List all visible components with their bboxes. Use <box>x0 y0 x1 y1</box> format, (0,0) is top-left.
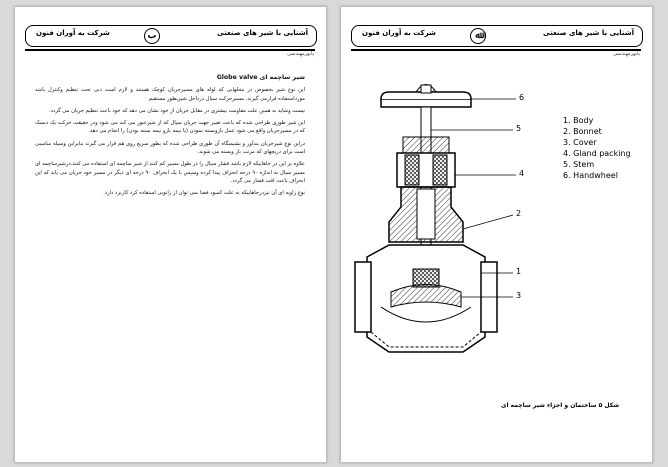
paragraph: علاوه بر این در جاهاییکه لازم باشد فشار … <box>35 161 305 184</box>
company-logo-icon: ﷲ <box>470 28 486 44</box>
header-rule <box>25 49 315 51</box>
page-header: آشنایی با شیر های صنعتی ب شرکت به آوران … <box>25 25 317 47</box>
header-company: شرکت به آوران فنون <box>362 29 436 37</box>
figure-caption: شکل ۵ ساختمان و اجزاء شیر ساچمه ای <box>501 402 620 409</box>
legend-item: 5. Stem <box>563 160 595 169</box>
callout-5: 5 <box>516 124 522 133</box>
article-body: شیر ساچمه ای Globe valve این نوع شیر بخص… <box>35 74 305 202</box>
header-subtitle: پابورمهندسی <box>287 51 314 57</box>
globe-valve-diagram <box>354 84 516 353</box>
header-rule <box>351 49 641 51</box>
handwheel-shape <box>380 84 472 108</box>
section-heading: شیر ساچمه ای Globe valve <box>216 74 305 81</box>
legend-item: 4. Gland packing <box>563 149 631 158</box>
callout-4: 4 <box>519 169 525 178</box>
paragraph: این نوع شیر بخصوص در محلهایی که لوله های… <box>35 87 305 102</box>
page-header: آشنایی با شیر های صنعتی ﷲ شرکت به آوران … <box>351 25 643 47</box>
header-title: آشنایی با شیر های صنعتی <box>217 29 308 37</box>
company-logo-icon: ب <box>144 28 160 44</box>
header-title: آشنایی با شیر های صنعتی <box>543 29 634 37</box>
callout-6: 6 <box>519 93 525 102</box>
legend-item: 1. Body <box>563 116 594 125</box>
callout-3: 3 <box>516 291 522 300</box>
header-subtitle: پابورمهندسی <box>613 51 640 57</box>
body-shape <box>354 244 498 353</box>
callout-1: 1 <box>516 267 522 276</box>
header-company: شرکت به آوران فنون <box>36 29 110 37</box>
paragraph: این شیر طوری طراحی شده که باعث تغییر جهت… <box>35 120 305 135</box>
callout-2: 2 <box>516 209 522 218</box>
legend-item: 6. Handwheel <box>563 171 618 180</box>
paragraph: نوع زاویه ای آن نیزدرجاهاییکه به علت کمب… <box>103 190 305 197</box>
parts-legend: 1. Body 2. Bonnet 3. Cover 4. Gland pack… <box>563 115 631 181</box>
paragraph: دراین نوع شیرجریان بندآور و نشیمنگاه آن … <box>35 140 305 156</box>
right-page: آشنایی با شیر های صنعتی ﷲ شرکت به آوران … <box>340 6 653 463</box>
bonnet-shape <box>388 136 464 243</box>
legend-item: 2. Bonnet <box>563 127 602 136</box>
leader-lines <box>431 98 516 298</box>
legend-item: 3. Cover <box>563 138 597 147</box>
paragraph: نیست وشاید به همین علت مقاومت بیشتری در … <box>49 107 305 114</box>
left-page: آشنایی با شیر های صنعتی ب شرکت به آوران … <box>14 6 327 463</box>
